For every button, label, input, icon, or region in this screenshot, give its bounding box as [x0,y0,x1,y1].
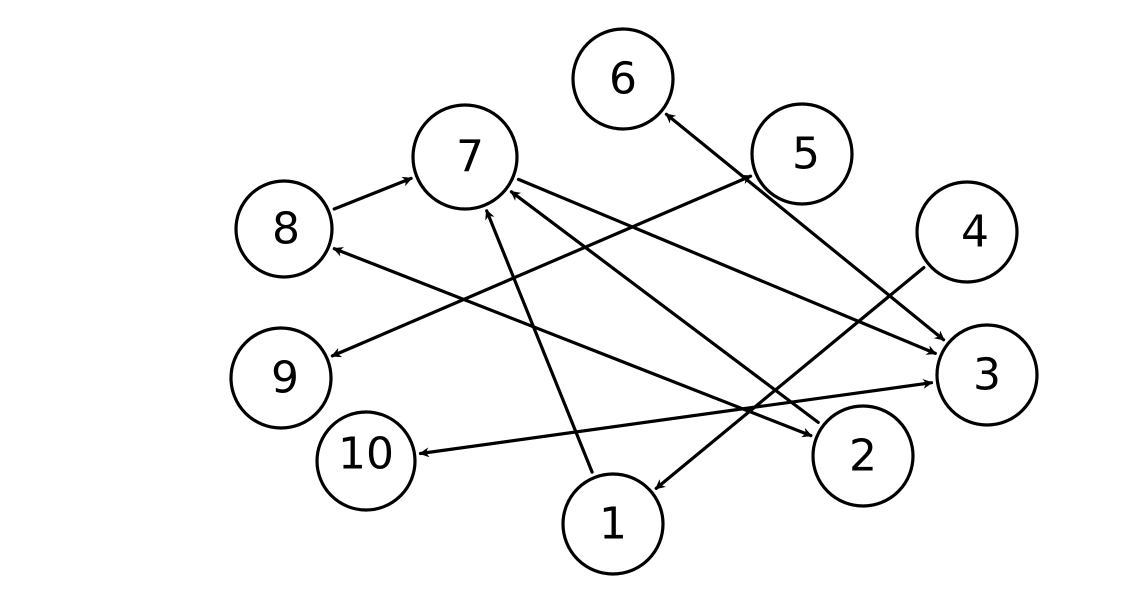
nodes-layer: 1 2 3 4 5 6 7 8 9 10 [229,27,1039,576]
node-6: 6 [571,27,675,131]
edges-layer [330,112,946,490]
node-10-label: 10 [338,429,394,480]
node-2-label: 2 [849,431,877,482]
edge-7-to-3 [516,177,937,355]
edge-10-to-3 [418,378,934,458]
node-7-circle [411,103,519,211]
node-1: 1 [561,472,665,576]
node-8-circle [234,179,334,279]
node-4: 4 [915,180,1019,284]
node-8-label: 8 [272,204,300,255]
node-6-label: 6 [609,54,637,105]
node-9: 9 [229,326,333,430]
edge-2-to-8 [332,247,813,438]
node-2-circle [811,404,915,508]
node-6-circle [571,27,675,131]
node-7-label: 7 [456,132,484,183]
node-5: 5 [750,102,854,206]
node-3-label: 3 [973,350,1001,401]
node-4-circle [915,180,1019,284]
node-3-circle [935,323,1039,427]
edge-8-to-7 [332,176,413,211]
node-9-label: 9 [271,353,299,404]
node-5-label: 5 [792,129,820,180]
node-1-label: 1 [599,499,627,550]
node-10-circle [315,410,417,512]
node-8: 8 [234,179,334,279]
node-5-circle [750,102,854,206]
node-3: 3 [935,323,1039,427]
node-7: 7 [411,103,519,211]
node-10: 10 [315,410,417,512]
node-2: 2 [811,404,915,508]
edge-3-to-6 [664,112,946,342]
node-1-circle [561,472,665,576]
node-9-circle [229,326,333,430]
node-4-label: 4 [961,207,989,258]
